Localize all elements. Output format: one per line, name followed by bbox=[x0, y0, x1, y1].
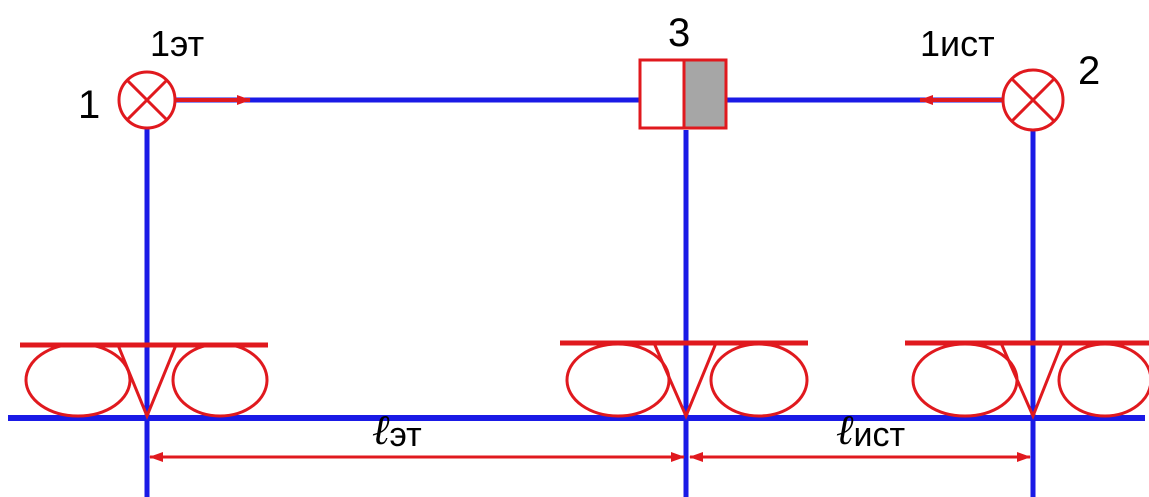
length-ist-subscript: ист bbox=[854, 416, 906, 454]
lamp-1-caption: 1эт bbox=[150, 23, 204, 64]
length-ist-label: ℓист bbox=[836, 405, 905, 454]
lamp-1-number: 1 bbox=[78, 83, 100, 127]
rail-support-left-double-roller-icon bbox=[20, 342, 269, 420]
lamp-1-circle-cross-icon bbox=[117, 70, 177, 130]
length-ist-symbol: ℓ bbox=[836, 405, 854, 454]
element-3-number: 3 bbox=[668, 11, 690, 55]
length-et-symbol: ℓ bbox=[372, 405, 390, 454]
length-et-label: ℓэт bbox=[372, 405, 422, 454]
rail-support-right-double-roller-icon bbox=[905, 340, 1149, 420]
rail-support-center-double-roller-icon bbox=[560, 340, 809, 420]
lamp-2-number: 2 bbox=[1078, 49, 1100, 93]
lamp-2-caption: 1ист bbox=[920, 23, 995, 64]
lamp-2-circle-cross-icon bbox=[1001, 68, 1065, 132]
length-et-subscript: эт bbox=[390, 416, 422, 454]
photometer-head bbox=[638, 58, 728, 130]
